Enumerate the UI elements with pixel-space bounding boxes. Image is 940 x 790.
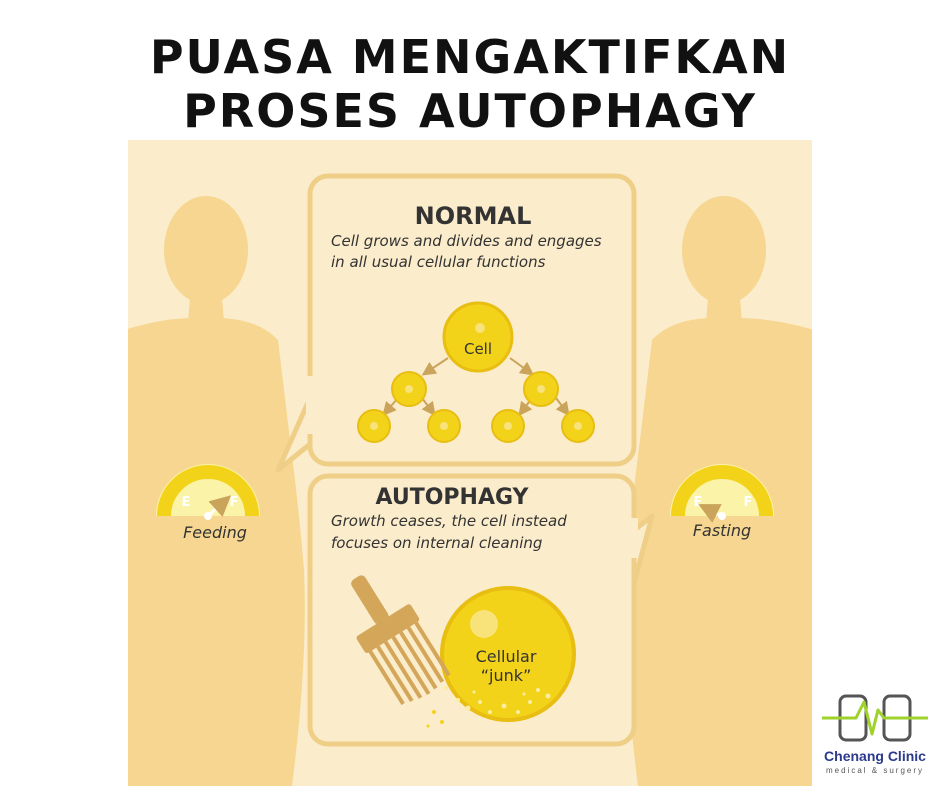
autophagy-infographic: NORMAL Cell grows and divides and engage… [108,140,832,786]
junk-particles-outside [426,710,444,728]
granddaughter-cell [357,409,391,443]
feeding-gauge-needle [206,495,232,518]
autophagy-heading: AUTOPHAGY [376,485,530,510]
normal-description-line-2: in all usual cellular functions [331,253,546,271]
fasting-label: Fasting [693,521,751,540]
autophagy-panel: AUTOPHAGY Growth ceases, the cell instea… [307,473,655,747]
large-cell: Cellular “junk” [426,586,576,728]
junk-particles [444,686,551,714]
chenang-clinic-logo: Chenang Clinic medical & surgery [820,690,930,780]
title-line-2: PROSES AUTOPHAGY [183,84,757,138]
clinic-logo-icon [822,694,928,742]
feeding-gauge: E F [156,464,260,520]
clinic-name: Chenang Clinic [824,748,926,764]
cellular-junk-label-line-1: Cellular [476,647,537,666]
granddaughter-cell [427,409,461,443]
parent-cell: Cell [442,301,514,373]
brush-icon [351,575,451,706]
feeding-gauge-empty-label: E [182,495,191,510]
cell-label: Cell [464,340,492,358]
normal-description-line-1: Cell grows and divides and engages [331,232,602,250]
daughter-cell [391,371,427,407]
normal-panel: NORMAL Cell grows and divides and engage… [275,173,637,473]
feeding-label: Feeding [183,523,247,542]
left-body-silhouette [108,196,305,786]
division-arrows [382,357,570,417]
granddaughter-cell [491,409,525,443]
fasting-gauge-full-label: F [744,495,753,510]
feeding-gauge-full-label: F [230,495,239,510]
autophagy-description-line-1: Growth ceases, the cell instead [331,512,567,530]
fasting-gauge-empty-label: E [694,495,703,510]
fasting-gauge: E F [670,464,774,523]
granddaughter-cell [561,409,595,443]
title-line-1: PUASA MENGAKTIFKAN [149,30,791,84]
right-body-silhouette [625,196,832,786]
cellular-junk-label-line-2: “junk” [481,666,532,685]
autophagy-description-line-2: focuses on internal cleaning [331,534,542,552]
daughter-cell [523,371,559,407]
clinic-subtitle: medical & surgery [825,766,925,775]
normal-heading: NORMAL [415,202,532,230]
